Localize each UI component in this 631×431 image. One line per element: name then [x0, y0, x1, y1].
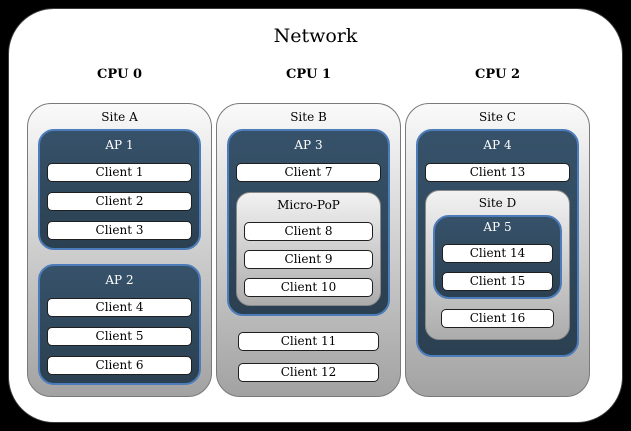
ap-1-label: AP 1: [105, 138, 134, 152]
client-4-node: Client 4: [47, 298, 192, 317]
client-7-node: Client 7: [236, 163, 381, 182]
ap-4-box: AP 4 Client 13 Site D AP 5 Client 14 Cli…: [416, 129, 579, 357]
ap-5-label: AP 5: [483, 220, 512, 234]
micro-pop-box: Micro-PoP Client 8 Client 9 Client 10: [236, 192, 381, 306]
ap-2-label: AP 2: [105, 273, 134, 287]
client-8-node: Client 8: [244, 222, 373, 241]
client-9-node: Client 9: [244, 250, 373, 269]
micro-pop-label: Micro-PoP: [277, 198, 340, 212]
client-3-node: Client 3: [47, 221, 192, 240]
site-d-box: Site D AP 5 Client 14 Client 15 Client 1…: [425, 190, 570, 340]
cpu-label-1: CPU 1: [285, 67, 332, 82]
network-box: Network CPU 0 CPU 1 CPU 2 Site A AP 1 Cl…: [8, 8, 623, 423]
site-d-label: Site D: [478, 196, 517, 210]
site-c-box: Site C AP 4 Client 13 Site D AP 5 Client…: [405, 103, 590, 397]
client-13-node: Client 13: [425, 163, 570, 182]
client-5-node: Client 5: [47, 327, 192, 346]
site-b-box: Site B AP 3 Client 7 Micro-PoP Client 8 …: [216, 103, 401, 397]
client-12-node: Client 12: [238, 363, 379, 382]
cpu-row: CPU 0 CPU 1 CPU 2: [27, 67, 590, 82]
client-15-node: Client 15: [442, 272, 553, 291]
client-14-node: Client 14: [442, 244, 553, 263]
site-b-label: Site B: [290, 110, 327, 124]
client-11-node: Client 11: [238, 332, 379, 351]
client-16-node: Client 16: [441, 309, 554, 328]
client-10-node: Client 10: [244, 278, 373, 297]
ap-1-box: AP 1 Client 1 Client 2 Client 3: [38, 129, 201, 250]
site-a-label: Site A: [101, 110, 138, 124]
ap-3-label: AP 3: [294, 138, 323, 152]
ap-3-box: AP 3 Client 7 Micro-PoP Client 8 Client …: [227, 129, 390, 316]
client-6-node: Client 6: [47, 356, 192, 375]
network-title: Network: [273, 25, 358, 47]
sites-row: Site A AP 1 Client 1 Client 2 Client 3 A…: [27, 103, 590, 397]
site-c-label: Site C: [479, 110, 516, 124]
ap-5-box: AP 5 Client 14 Client 15: [433, 215, 562, 299]
cpu-label-2: CPU 2: [474, 67, 521, 82]
cpu-label-0: CPU 0: [96, 67, 143, 82]
ap-4-label: AP 4: [483, 138, 512, 152]
ap-2-box: AP 2 Client 4 Client 5 Client 6: [38, 264, 201, 385]
site-a-box: Site A AP 1 Client 1 Client 2 Client 3 A…: [27, 103, 212, 397]
client-1-node: Client 1: [47, 163, 192, 182]
client-2-node: Client 2: [47, 192, 192, 211]
